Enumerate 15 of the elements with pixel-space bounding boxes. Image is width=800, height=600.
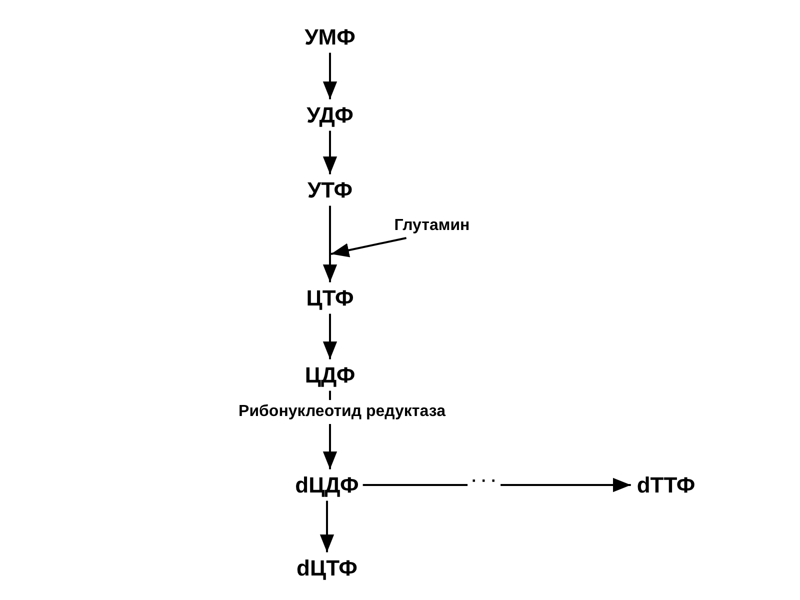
arrow <box>322 52 338 100</box>
arrow <box>322 130 338 174</box>
node-label: dТТФ <box>636 471 696 499</box>
node-label: dЦДФ <box>295 471 359 499</box>
arrow <box>322 206 338 282</box>
node-label: dЦТФ <box>296 554 358 582</box>
node-label: ЦДФ <box>304 361 356 389</box>
node-label: УМФ <box>304 23 356 51</box>
node-label: Глутамин <box>394 216 470 236</box>
arrow <box>320 500 334 552</box>
arrow <box>330 237 407 258</box>
node-label: УТФ <box>307 176 353 204</box>
arrow <box>322 314 338 360</box>
node-label: УДФ <box>306 101 354 129</box>
node-label: ЦТФ <box>306 284 354 312</box>
